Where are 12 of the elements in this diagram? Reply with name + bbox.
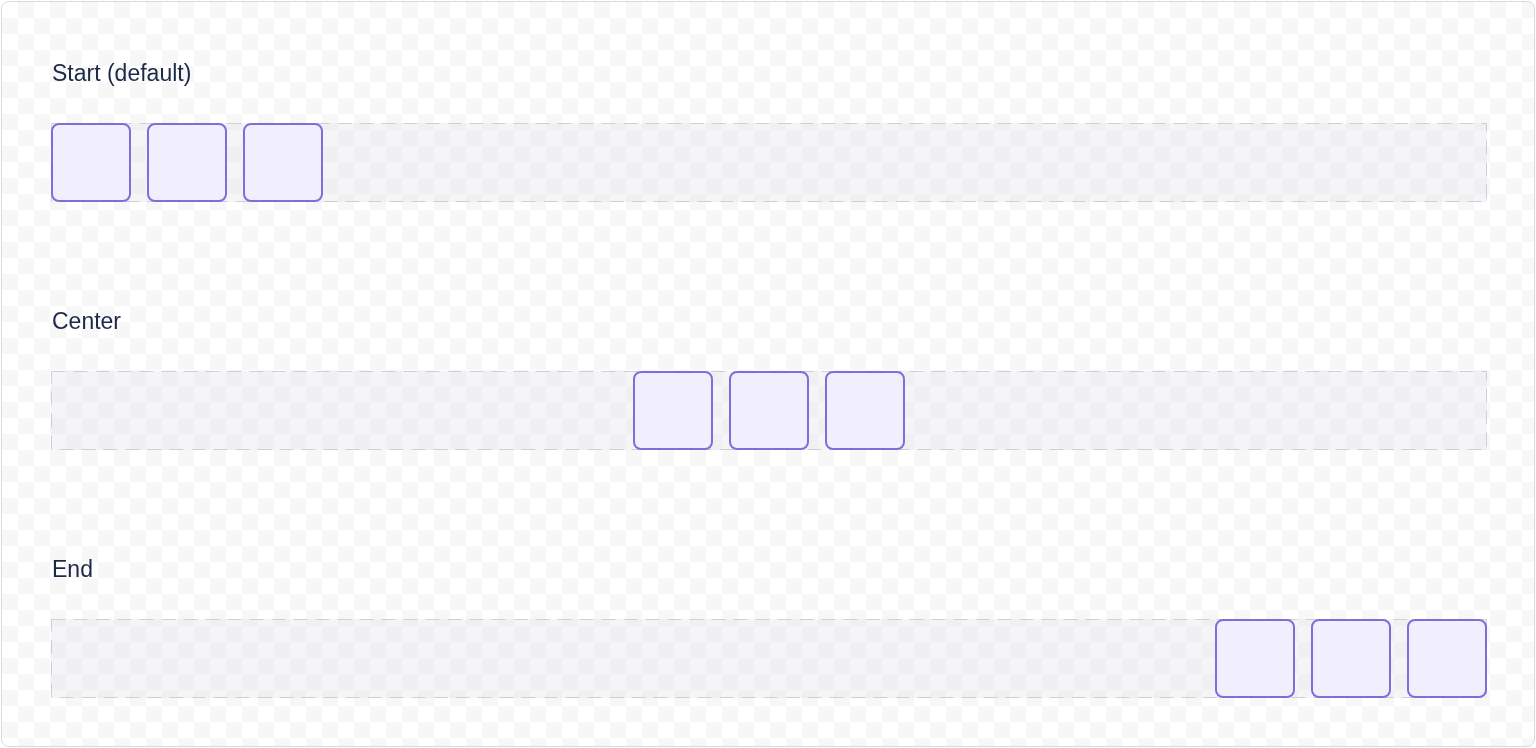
flex-item (729, 371, 809, 450)
flex-item (1311, 619, 1391, 698)
flex-item (1215, 619, 1295, 698)
flex-item (1407, 619, 1487, 698)
flex-item (825, 371, 905, 450)
flex-item (633, 371, 713, 450)
section-heading: Center (52, 307, 122, 335)
flex-item (51, 123, 131, 202)
section-heading: End (52, 555, 93, 583)
flex-item (147, 123, 227, 202)
flex-item (243, 123, 323, 202)
section-heading: Start (default) (52, 59, 192, 87)
